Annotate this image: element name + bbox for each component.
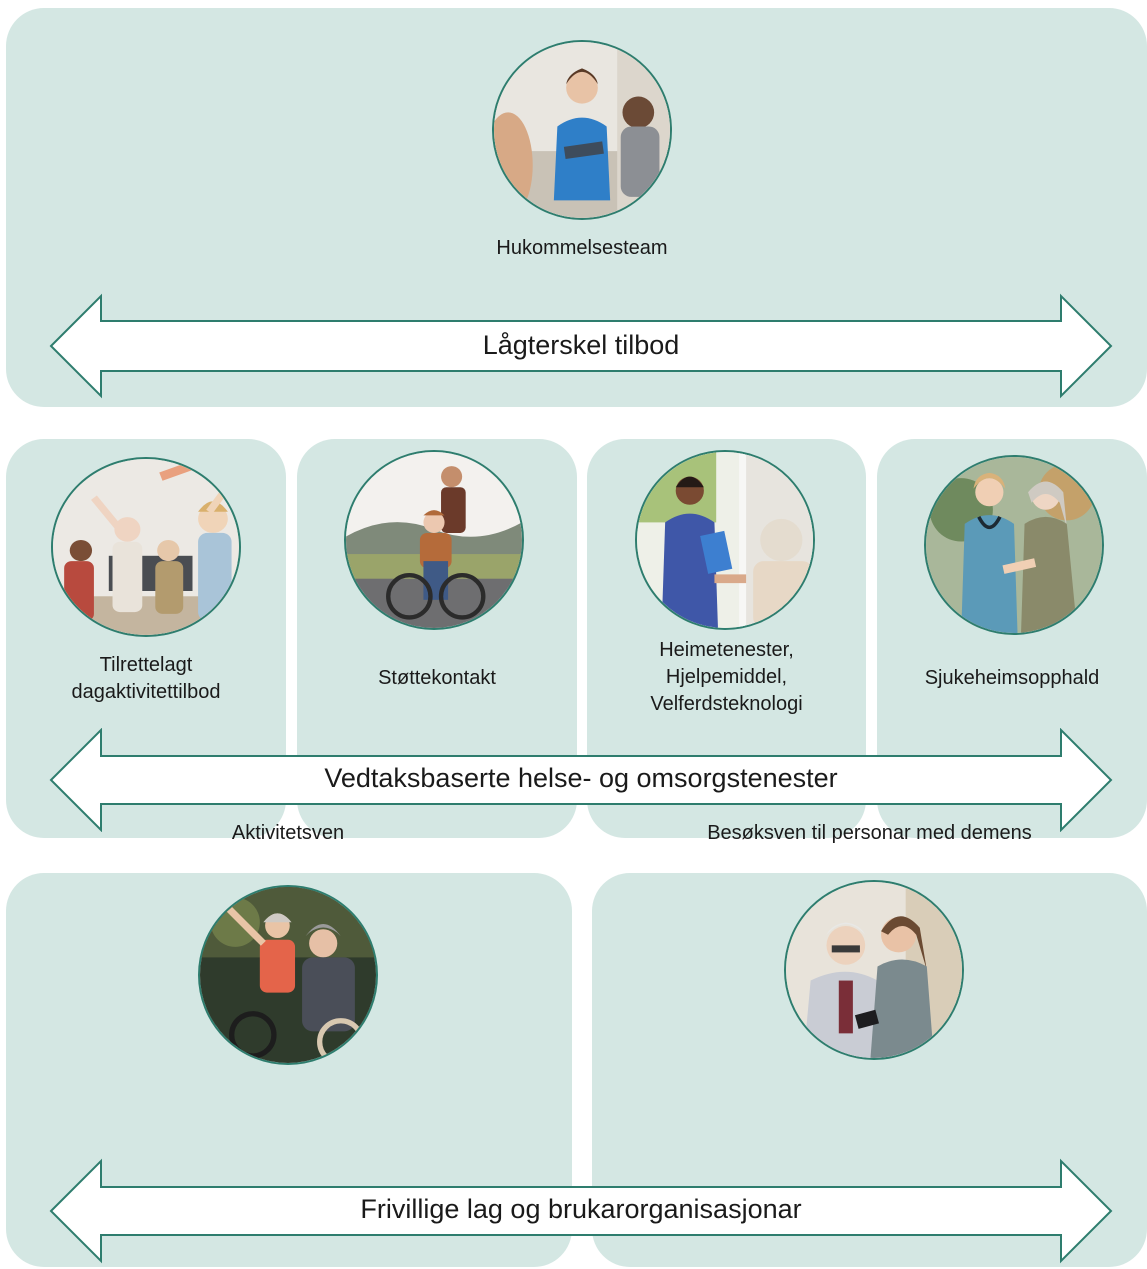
voluntary-arrow: Frivillige lag og brukarorganisasjonar (48, 1158, 1114, 1264)
service-label-heimetenester: Heimetenester, Hjelpemiddel, Velferdstek… (650, 639, 803, 715)
home-care-visit-photo (635, 450, 815, 630)
low-threshold-arrow-label: Lågterskel tilbod (482, 330, 680, 360)
service-label-besoksven: Besøksven til personar med demens (707, 822, 1032, 844)
service-label-stottekontakt: Støttekontakt (378, 667, 496, 689)
decision-based-arrow-label: Vedtaksbaserte helse- og omsorgstenester (324, 763, 838, 793)
service-label-dagaktivitet: Tilrettelagt dagaktivitettilbod (71, 654, 221, 703)
nurse-assisting-elderly-photo (924, 455, 1104, 635)
low-threshold-arrow: Lågterskel tilbod (48, 293, 1114, 399)
wheelchair-walk-photo (344, 450, 524, 630)
voluntary-arrow-label: Frivillige lag og brukarorganisasjonar (360, 1194, 802, 1224)
service-label-aktivitetsven: Aktivitetsven (231, 822, 345, 844)
group-exercise-photo (51, 457, 241, 637)
service-label-hukommelsesteam: Hukommelsesteam (496, 237, 668, 259)
decision-based-arrow: Vedtaksbaserte helse- og omsorgstenester (48, 727, 1114, 833)
seniors-cycling-photo (198, 885, 378, 1065)
visitor-with-elderly-photo (784, 880, 964, 1060)
service-label-sjukeheim: Sjukeheimsopphald (924, 667, 1100, 689)
nurse-with-clients-photo (492, 40, 672, 220)
